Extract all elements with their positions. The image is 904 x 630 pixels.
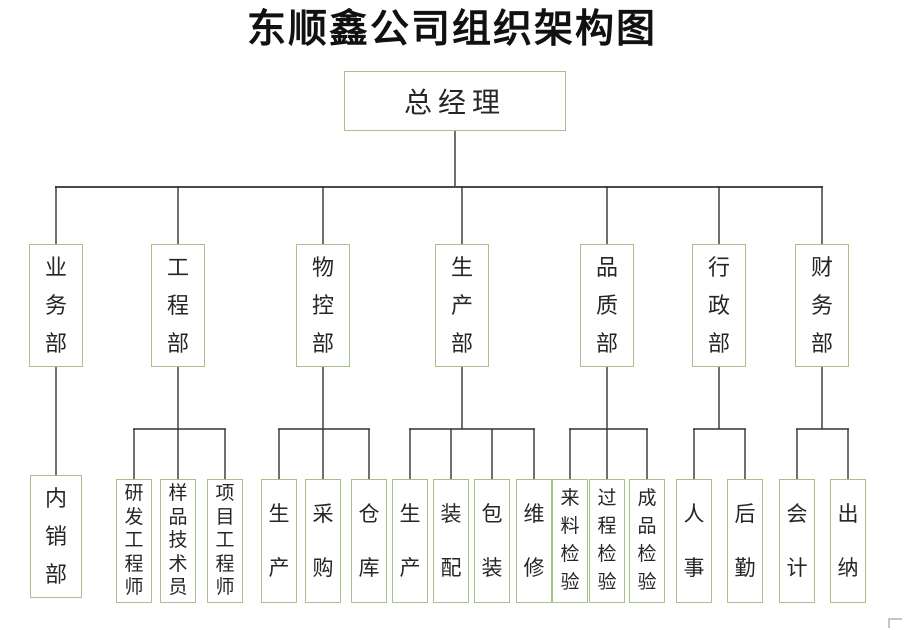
node-business-dept: 业 务 部 (29, 244, 83, 367)
node-purchasing: 采 购 (305, 479, 341, 603)
node-rd-engineer: 研 发 工 程 师 (116, 479, 152, 603)
node-production-dept: 生 产 部 (435, 244, 489, 367)
node-general-manager: 总经理 (344, 71, 566, 131)
node-warehouse: 仓 库 (351, 479, 387, 603)
node-logistics: 后 勤 (727, 479, 763, 603)
node-sample-technician: 样 品 技 术 员 (160, 479, 196, 603)
node-production-pd: 生 产 (392, 479, 428, 603)
node-packaging: 包 装 (474, 479, 510, 603)
chart-title: 东顺鑫公司组织架构图 (246, 8, 657, 51)
node-finished-inspection: 成 品 检 验 (629, 479, 665, 603)
node-cashier: 出 纳 (830, 479, 866, 603)
node-finance-dept: 财 务 部 (795, 244, 849, 367)
node-admin-dept: 行 政 部 (692, 244, 746, 367)
node-quality-dept: 品 质 部 (580, 244, 634, 367)
node-engineering-dept: 工 程 部 (151, 244, 205, 367)
node-production-mc: 生 产 (261, 479, 297, 603)
node-accounting: 会 计 (779, 479, 815, 603)
node-assembly: 装 配 (433, 479, 469, 603)
node-material-control-dept: 物 控 部 (296, 244, 350, 367)
node-maintenance: 维 修 (516, 479, 552, 603)
node-project-engineer: 项 目 工 程 师 (207, 479, 243, 603)
node-process-inspection: 过 程 检 验 (589, 479, 625, 603)
node-domestic-sales-dept: 内 销 部 (30, 475, 82, 598)
node-hr: 人 事 (676, 479, 712, 603)
corner-artifact (888, 618, 902, 628)
node-incoming-inspection: 来 料 检 验 (552, 479, 588, 603)
